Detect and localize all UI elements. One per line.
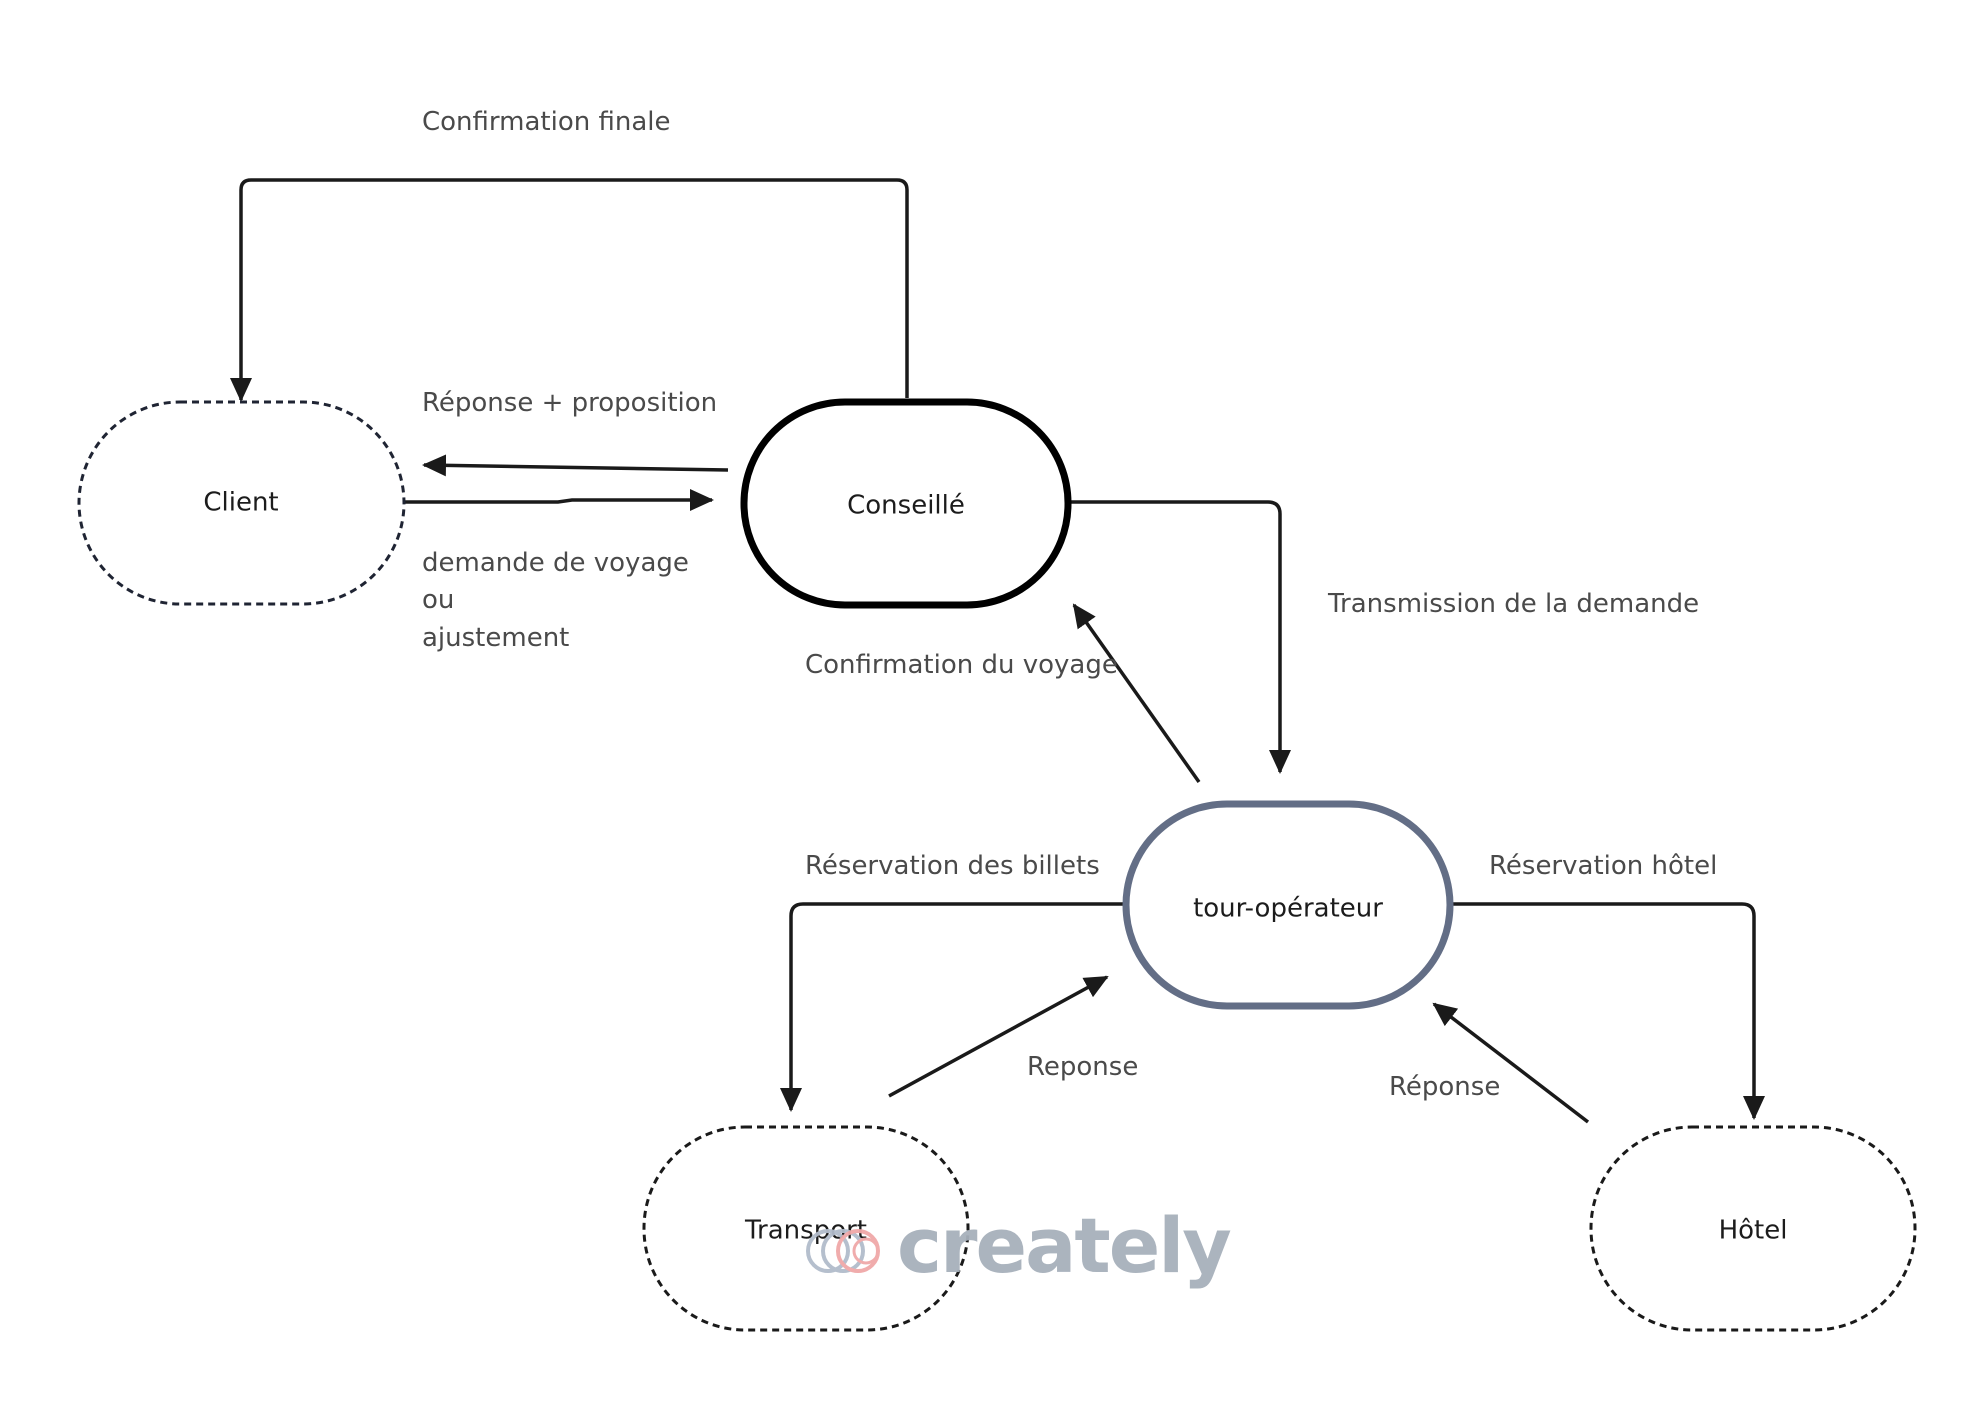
label-confirmation-finale: Confirmation finale	[422, 107, 671, 137]
label-confirmation-voyage: Confirmation du voyage	[805, 650, 1118, 680]
node-client-label: Client	[203, 488, 278, 518]
node-conseille-label: Conseillé	[847, 491, 965, 521]
edge-reponse-transport[interactable]	[888, 975, 1109, 1098]
label-reservation-billets: Réservation des billets	[805, 851, 1100, 881]
creately-watermark: creately	[806, 1201, 1233, 1290]
label-reponse-hotel: Réponse	[1389, 1072, 1500, 1102]
creately-logo-icon	[806, 1229, 880, 1273]
edge-transmission[interactable]	[1067, 500, 1291, 774]
label-reservation-hotel: Réservation hôtel	[1489, 851, 1717, 881]
label-reponse-transport: Reponse	[1027, 1052, 1138, 1082]
node-hotel[interactable]: Hôtel	[1589, 1125, 1917, 1332]
edge-reponse-hotel[interactable]	[1432, 1002, 1590, 1124]
node-tour-operateur-label: tour-opérateur	[1193, 894, 1383, 924]
node-transport[interactable]: Transport	[642, 1125, 970, 1332]
label-demande-line-2: ou	[422, 585, 454, 615]
node-hotel-label: Hôtel	[1719, 1216, 1788, 1246]
node-tour-operateur[interactable]: tour-opérateur	[1122, 800, 1454, 1010]
edge-confirmation-voyage[interactable]	[1072, 603, 1201, 784]
edge-demande[interactable]	[402, 489, 714, 511]
edge-reservation-billets[interactable]	[780, 902, 1124, 1112]
edge-reservation-hotel[interactable]	[1447, 902, 1765, 1120]
label-transmission: Transmission de la demande	[1327, 589, 1699, 619]
label-demande-line-3: ajustement	[422, 623, 569, 653]
node-conseille[interactable]: Conseillé	[740, 398, 1072, 609]
edge-reponse-proposition[interactable]	[422, 454, 729, 477]
edge-confirmation-finale[interactable]	[230, 178, 909, 402]
node-client[interactable]: Client	[77, 400, 406, 606]
label-demande-line-1: demande de voyage	[422, 548, 689, 578]
creately-watermark-text: creately	[897, 1201, 1231, 1290]
label-reponse-proposition: Réponse + proposition	[422, 388, 717, 418]
